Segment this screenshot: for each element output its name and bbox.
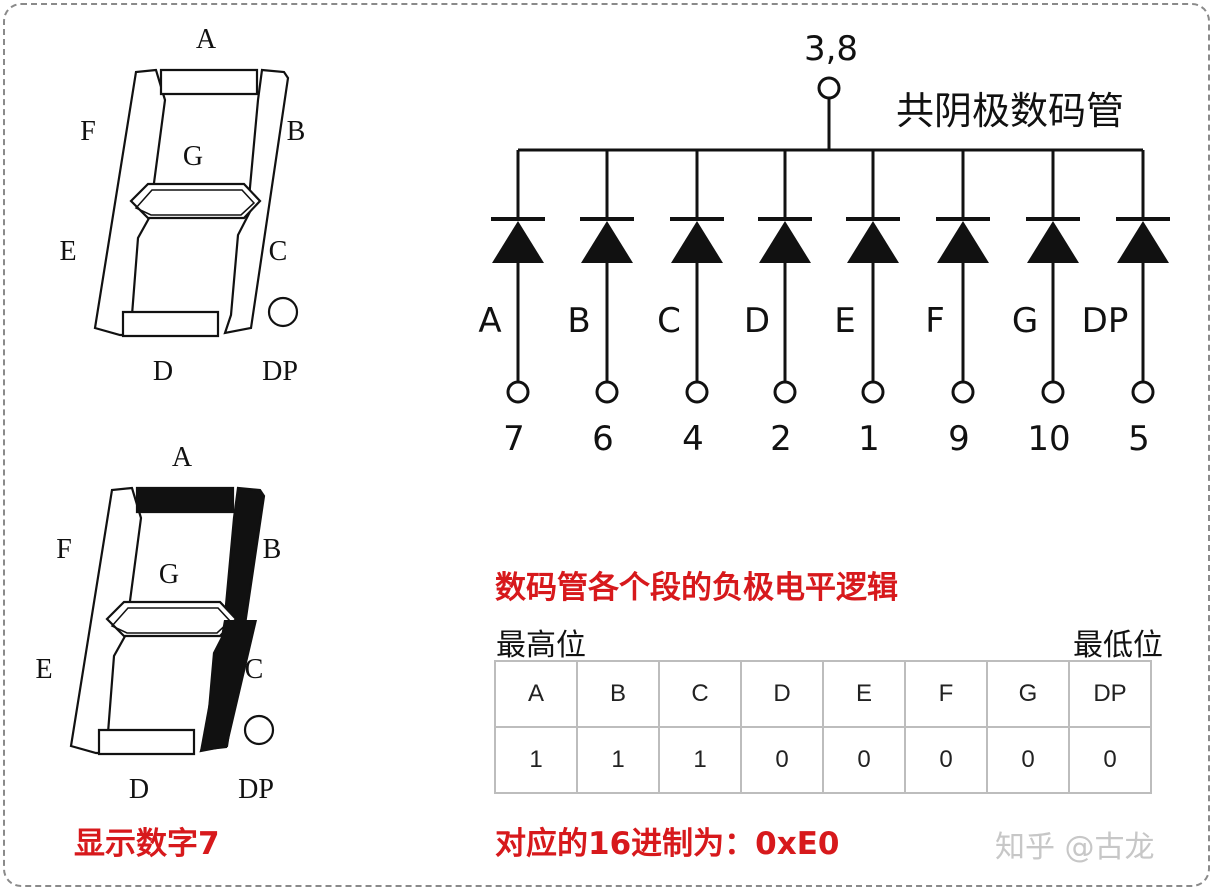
header-cell: F (904, 660, 988, 728)
header-cell: E (822, 660, 906, 728)
diode-triangle (1027, 221, 1079, 263)
digit-bottom: A F B G E C D DP (35, 442, 281, 805)
value-cell: 1 (494, 726, 578, 794)
segment-a (159, 68, 259, 96)
segment-label: C (657, 301, 681, 341)
diode-f: F9 (925, 150, 990, 459)
segment-c (200, 620, 257, 751)
diode-triangle (847, 221, 899, 263)
diode-triangle (759, 221, 811, 263)
lsb-label: 最低位 (1073, 628, 1163, 663)
segment-d (97, 728, 196, 756)
diode-triangle (937, 221, 989, 263)
pin-terminal (595, 380, 619, 404)
pin-terminal (1131, 380, 1155, 404)
pin-number: 7 (503, 419, 525, 459)
label-a: A (196, 24, 217, 55)
diode-triangle (492, 221, 544, 263)
label-b: B (263, 534, 282, 565)
segment-label: E (834, 301, 855, 341)
segment-label: B (567, 301, 590, 341)
diode-d: D2 (744, 150, 812, 459)
label-b: B (287, 116, 306, 147)
segment-a (135, 486, 235, 514)
circuit-title: 共阴极数码管 (896, 89, 1124, 133)
value-cell: 0 (740, 726, 824, 794)
label-a: A (172, 442, 193, 473)
hex-result: 对应的16进制为：0xE0 (495, 826, 840, 862)
pin-number: 10 (1027, 419, 1070, 459)
value-cell: 0 (1068, 726, 1152, 794)
label-d: D (153, 356, 173, 387)
pin-number: 4 (682, 419, 704, 459)
pin-terminal (506, 380, 530, 404)
label-c: C (269, 236, 288, 267)
truth-table: A B C D E F G DP 1 1 1 0 0 0 0 0 (494, 660, 1152, 794)
digit-caption: 显示数字7 (74, 826, 220, 862)
segment-label: D (744, 301, 770, 341)
diode-a: A7 (478, 150, 545, 459)
label-g: G (183, 141, 203, 172)
pin-number: 6 (592, 419, 614, 459)
header-cell: G (986, 660, 1070, 728)
pin-number: 9 (948, 419, 970, 459)
label-dp: DP (238, 774, 274, 805)
header-cell: DP (1068, 660, 1152, 728)
msb-label: 最高位 (496, 628, 586, 663)
segment-label: DP (1082, 301, 1129, 341)
segment-label: A (478, 301, 501, 341)
header-cell: D (740, 660, 824, 728)
common-terminal (817, 76, 841, 100)
diode-triangle (1117, 221, 1169, 263)
segment-g-inner (134, 189, 256, 216)
truth-table-header-row: A B C D E F G DP (494, 660, 1152, 728)
pin-number: 5 (1128, 419, 1150, 459)
segment-label: G (1012, 301, 1038, 341)
label-dp: DP (262, 356, 298, 387)
common-pin-label: 3,8 (804, 29, 858, 69)
value-cell: 0 (822, 726, 906, 794)
label-e: E (59, 236, 76, 267)
diode-triangle (671, 221, 723, 263)
header-cell: A (494, 660, 578, 728)
watermark: 知乎 @古龙 (995, 830, 1155, 865)
label-e: E (35, 654, 52, 685)
truth-table-value-row: 1 1 1 0 0 0 0 0 (494, 726, 1152, 794)
digit-top: A F B G E C D DP (59, 24, 305, 387)
value-cell: 1 (576, 726, 660, 794)
diode-g: G 10 (1012, 150, 1080, 459)
diode-e: E1 (834, 150, 900, 459)
label-g: G (159, 559, 179, 590)
pin-number: 2 (770, 419, 792, 459)
diode-c: C4 (657, 150, 724, 459)
pin-terminal (951, 380, 975, 404)
value-cell: 1 (658, 726, 742, 794)
label-c: C (245, 654, 264, 685)
pin-terminal (773, 380, 797, 404)
pin-number: 1 (858, 419, 880, 459)
dashed-frame (3, 3, 1210, 887)
segment-g (105, 600, 238, 638)
pin-terminal (861, 380, 885, 404)
value-cell: 0 (986, 726, 1070, 794)
header-cell: C (658, 660, 742, 728)
label-f: F (56, 534, 72, 565)
logic-heading: 数码管各个段的负极电平逻辑 (495, 570, 898, 606)
segment-dp (243, 714, 275, 746)
pin-terminal (1041, 380, 1065, 404)
segment-label: F (925, 301, 945, 341)
segment-g (129, 182, 262, 220)
label-f: F (80, 116, 96, 147)
segment-d (121, 310, 220, 338)
value-cell: 0 (904, 726, 988, 794)
diode-triangle (581, 221, 633, 263)
diode-dp: DP 5 (1082, 150, 1170, 459)
pin-terminal (685, 380, 709, 404)
header-cell: B (576, 660, 660, 728)
diode-b: B6 (567, 150, 634, 459)
label-d: D (129, 774, 149, 805)
segment-dp (267, 296, 299, 328)
